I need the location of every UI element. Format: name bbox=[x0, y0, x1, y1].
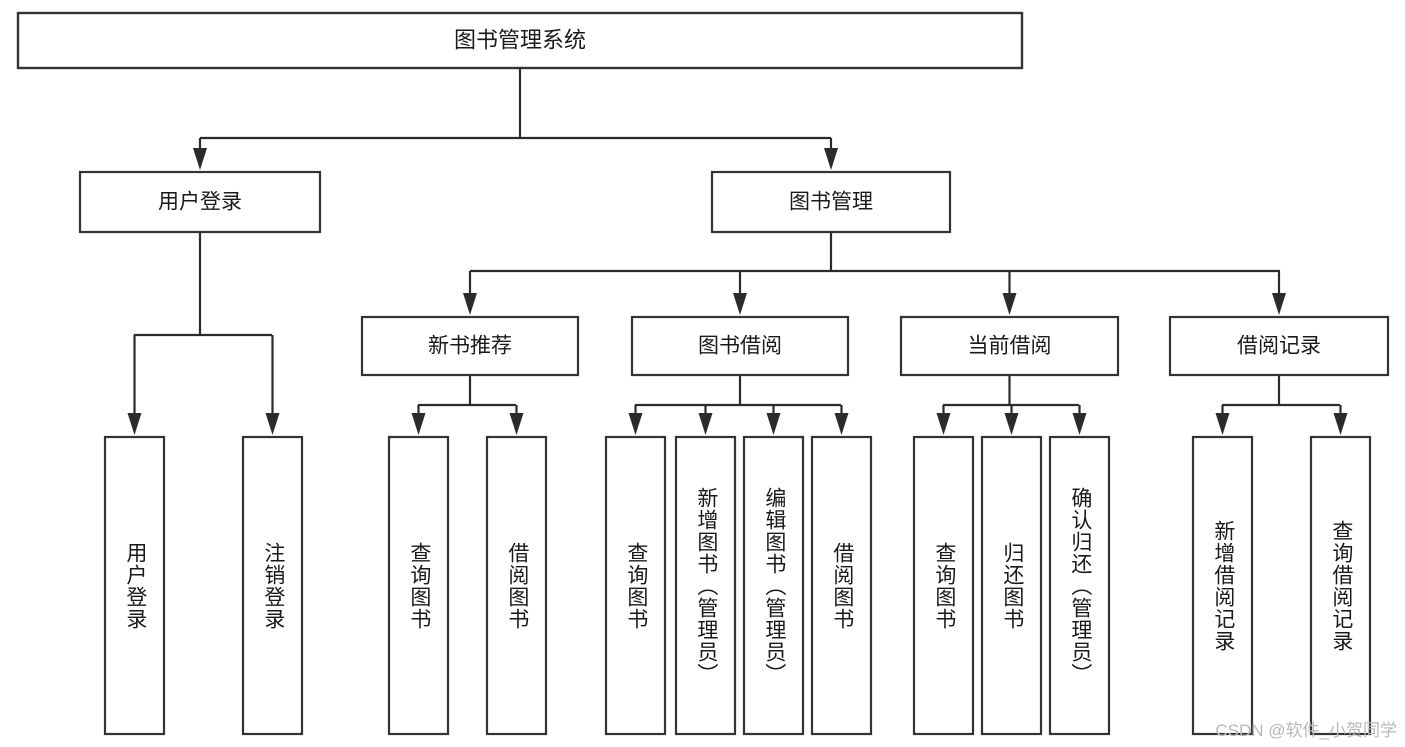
node-root-root[interactable] bbox=[16, 11, 1024, 70]
arrow-head-icon bbox=[463, 293, 477, 315]
node-label-borrow-record: 借阅记录 bbox=[1237, 335, 1321, 358]
node-leaf-leaf-borrow-book-1[interactable] bbox=[485, 435, 548, 736]
node-level3-current-borrow[interactable] bbox=[899, 315, 1120, 377]
node-leaf-leaf-add-book[interactable] bbox=[674, 435, 737, 736]
arrow-head-icon bbox=[766, 413, 781, 435]
arrow-head-icon bbox=[1272, 293, 1286, 315]
arrow-head-icon bbox=[936, 413, 951, 435]
node-leaf-leaf-logout[interactable] bbox=[241, 435, 304, 736]
node-leaf-leaf-add-record[interactable] bbox=[1191, 435, 1254, 736]
arrow-head-icon bbox=[509, 413, 524, 435]
node-label-current-borrow: 当前借阅 bbox=[968, 335, 1052, 358]
arrow-head-icon bbox=[265, 413, 280, 435]
node-label-book-borrow: 图书借阅 bbox=[698, 335, 782, 358]
arrow-head-icon bbox=[1072, 413, 1087, 435]
node-label-root: 图书管理系统 bbox=[454, 27, 586, 52]
node-level3-new-book-recommend[interactable] bbox=[360, 315, 580, 377]
box-layer bbox=[16, 11, 1390, 736]
node-leaf-leaf-edit-book[interactable] bbox=[742, 435, 805, 736]
arrow-head-icon bbox=[1333, 413, 1348, 435]
node-level3-borrow-record[interactable] bbox=[1168, 315, 1390, 377]
arrow-head-icon bbox=[834, 413, 849, 435]
node-level2-user-login[interactable] bbox=[78, 170, 322, 234]
node-label-book-manage: 图书管理 bbox=[789, 191, 873, 214]
node-label-new-book-recommend: 新书推荐 bbox=[428, 335, 512, 358]
node-label-user-login: 用户登录 bbox=[158, 191, 242, 214]
arrow-head-icon bbox=[824, 148, 838, 170]
arrow-head-icon bbox=[411, 413, 426, 435]
connector-layer bbox=[127, 68, 1348, 435]
arrow-head-icon bbox=[1002, 293, 1017, 315]
node-leaf-leaf-query-book-3[interactable] bbox=[912, 435, 975, 736]
node-leaf-leaf-return-book[interactable] bbox=[980, 435, 1043, 736]
node-level3-book-borrow[interactable] bbox=[630, 315, 850, 377]
arrow-head-icon bbox=[1004, 413, 1019, 435]
node-level2-book-manage[interactable] bbox=[710, 170, 952, 234]
arrow-head-icon bbox=[733, 293, 747, 315]
csdn-watermark: CSDN @软件_小贺同学 bbox=[1215, 721, 1397, 740]
node-leaf-leaf-user-login[interactable] bbox=[103, 435, 166, 736]
node-leaf-leaf-query-book-1[interactable] bbox=[387, 435, 450, 736]
node-leaf-leaf-query-record[interactable] bbox=[1309, 435, 1372, 736]
node-leaf-leaf-confirm-return[interactable] bbox=[1048, 435, 1111, 736]
arrow-head-icon bbox=[698, 413, 713, 435]
arrow-head-icon bbox=[127, 413, 142, 435]
arrow-head-icon bbox=[193, 148, 207, 170]
arrow-head-icon bbox=[628, 413, 643, 435]
arrow-head-icon bbox=[1215, 413, 1230, 435]
node-leaf-leaf-query-book-2[interactable] bbox=[604, 435, 667, 736]
node-leaf-leaf-borrow-book-2[interactable] bbox=[810, 435, 873, 736]
